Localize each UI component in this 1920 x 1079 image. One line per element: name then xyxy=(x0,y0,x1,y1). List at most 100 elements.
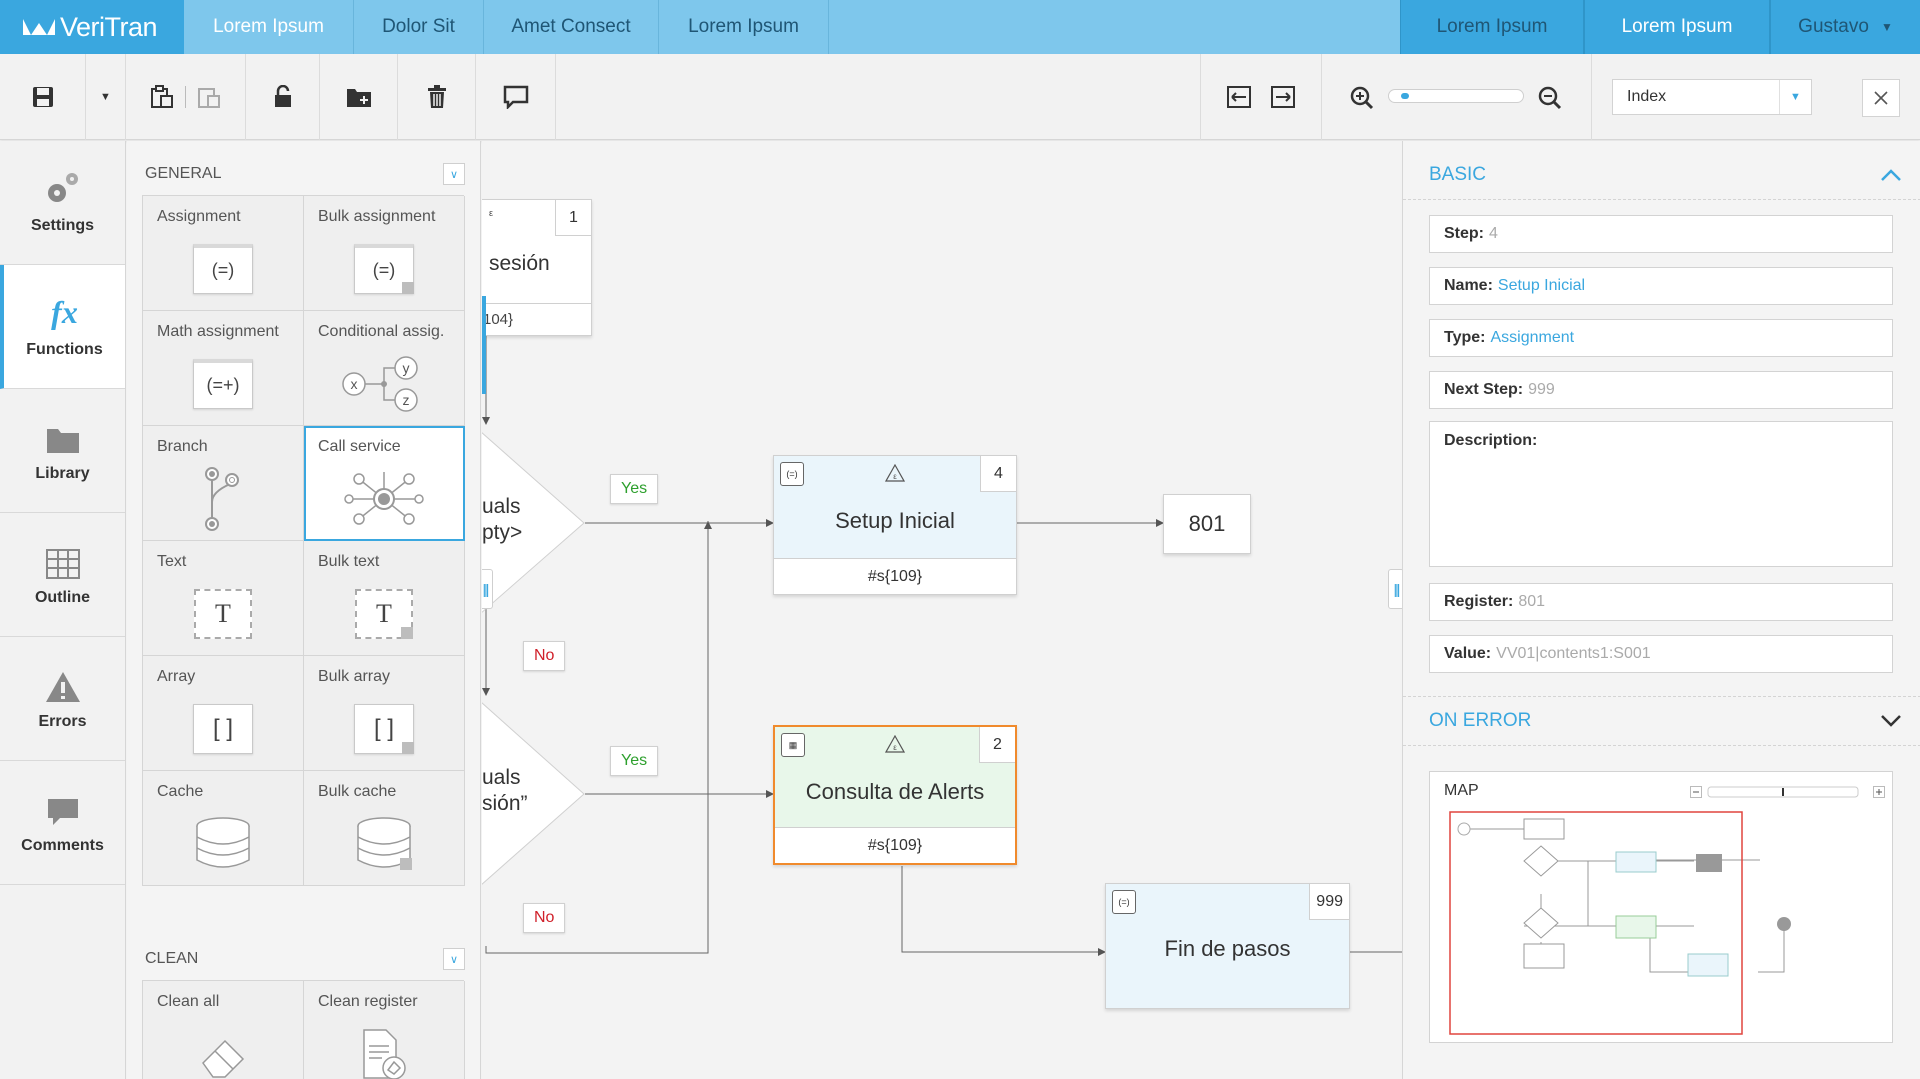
clean-section-header[interactable]: CLEAN ∨ xyxy=(145,947,465,971)
next-step-field[interactable]: Next Step:999 xyxy=(1429,371,1893,409)
flow-canvas[interactable]: uals pty> uals sión” 1 ε sesión 104} Yes… xyxy=(482,141,1402,1079)
flow-node-fin-de-pasos[interactable]: (=) 999 Fin de pasos xyxy=(1105,883,1350,1009)
palette-item-label: Bulk text xyxy=(318,553,380,570)
palette-item-text[interactable]: Text T xyxy=(143,541,304,656)
bulk-text-icon: T xyxy=(355,589,413,639)
unlock-button[interactable] xyxy=(246,54,320,140)
minimap-viewport[interactable] xyxy=(1449,811,1743,1035)
chevron-down-icon[interactable]: ∨ xyxy=(443,948,465,970)
close-button[interactable] xyxy=(1862,79,1900,117)
nav-tab-1[interactable]: Lorem Ipsum xyxy=(184,0,354,54)
node-title: Setup Inicial xyxy=(835,508,955,533)
chevron-down-icon[interactable] xyxy=(1881,715,1901,727)
svg-text:y: y xyxy=(403,360,410,376)
decision-diamond-2[interactable] xyxy=(482,694,585,893)
nav-right-group: Lorem Ipsum Lorem Ipsum Gustavo ▼ xyxy=(1400,0,1920,54)
right-panel-resize-handle[interactable]: ||| xyxy=(1388,569,1402,609)
section-title: BASIC xyxy=(1429,164,1487,185)
register-node[interactable]: 801 xyxy=(1163,494,1251,554)
value-field[interactable]: Value:VV01|contents1:S001 xyxy=(1429,635,1893,673)
palette-item-clean-all[interactable]: Clean all xyxy=(143,981,304,1079)
general-section-header[interactable]: GENERAL ∨ xyxy=(145,162,465,186)
call-service-icon xyxy=(344,472,424,525)
palette-item-math-assignment[interactable]: Math assignment (=+) xyxy=(143,311,304,426)
palette-item-bulk-array[interactable]: Bulk array [ ] xyxy=(304,656,465,771)
collapse-width-icon[interactable] xyxy=(1227,86,1251,108)
brand-logo[interactable]: VeriTran xyxy=(0,0,184,54)
flow-node-setup-inicial[interactable]: (=) ε 4 Setup Inicial #s{109} xyxy=(773,455,1017,595)
palette-item-cache[interactable]: Cache xyxy=(143,771,304,886)
copy-icon[interactable] xyxy=(196,84,222,110)
rail-item-settings[interactable]: Settings xyxy=(0,141,125,265)
nav-right-tab-1[interactable]: Lorem Ipsum xyxy=(1400,0,1584,54)
palette-item-conditional-assignment[interactable]: Conditional assig. x y z xyxy=(304,311,465,426)
palette-item-bulk-text[interactable]: Bulk text T xyxy=(304,541,465,656)
palette-item-branch[interactable]: Branch xyxy=(143,426,304,541)
palette-item-label: Array xyxy=(157,668,196,685)
palette-scrollbar[interactable] xyxy=(482,296,486,394)
user-menu[interactable]: Gustavo ▼ xyxy=(1770,0,1920,54)
palette-item-label: Clean all xyxy=(157,993,220,1010)
database-icon xyxy=(196,817,250,868)
save-button[interactable] xyxy=(0,54,86,140)
decision-diamond-1[interactable] xyxy=(482,424,585,621)
comment-button[interactable] xyxy=(476,54,556,140)
expand-width-icon[interactable] xyxy=(1271,86,1295,108)
chevron-up-icon[interactable] xyxy=(1881,169,1901,181)
comment-icon xyxy=(503,85,528,109)
zoom-in-icon[interactable] xyxy=(1350,86,1374,110)
palette-item-call-service[interactable]: Call service xyxy=(304,426,465,541)
svg-text:z: z xyxy=(403,392,410,408)
zoom-slider-thumb[interactable] xyxy=(1400,93,1409,99)
palette-item-label: Conditional assig. xyxy=(318,323,445,340)
name-field[interactable]: Name:Setup Inicial xyxy=(1429,267,1893,305)
zoom-slider[interactable] xyxy=(1388,89,1524,103)
type-field[interactable]: Type:Assignment xyxy=(1429,319,1893,357)
palette-item-label: Cache xyxy=(157,783,204,800)
new-folder-button[interactable] xyxy=(320,54,398,140)
node-number: 2 xyxy=(979,727,1015,763)
zoom-out-icon[interactable] xyxy=(1538,86,1562,110)
left-panel-resize-handle[interactable]: ||| xyxy=(482,569,493,609)
minimap-zoom-slider[interactable] xyxy=(1690,784,1886,800)
flow-node-1[interactable]: 1 ε sesión 104} xyxy=(482,199,592,336)
nav-tab-4[interactable]: Lorem Ipsum xyxy=(659,0,829,54)
basic-section-header[interactable]: BASIC xyxy=(1429,160,1901,190)
clean-grid: Clean all Clean register xyxy=(142,980,465,1079)
rail-item-functions[interactable]: fx Functions xyxy=(0,265,125,389)
nav-tab-3[interactable]: Amet Consect xyxy=(484,0,659,54)
bulk-assignment-icon: (=) xyxy=(354,244,414,294)
section-title: CLEAN xyxy=(145,950,199,967)
nav-right-tab-2[interactable]: Lorem Ipsum xyxy=(1584,0,1770,54)
node-title: sesión xyxy=(489,252,550,275)
palette-item-assignment[interactable]: Assignment (=) xyxy=(143,196,304,311)
minimap[interactable]: MAP xyxy=(1429,771,1893,1043)
node-number: 999 xyxy=(1309,884,1349,920)
properties-panel: BASIC Step:4 Name:Setup Inicial Type:Ass… xyxy=(1402,141,1920,1079)
rail-item-outline[interactable]: Outline xyxy=(0,513,125,637)
delete-button[interactable] xyxy=(398,54,476,140)
yes-label: Yes xyxy=(610,746,659,776)
svg-text:ε: ε xyxy=(893,743,897,752)
palette-item-clean-register[interactable]: Clean register xyxy=(304,981,465,1079)
palette-item-array[interactable]: Array [ ] xyxy=(143,656,304,771)
step-field[interactable]: Step:4 xyxy=(1429,215,1893,253)
paste-icon[interactable] xyxy=(149,84,175,110)
palette-item-label: Bulk assignment xyxy=(318,208,436,225)
node-title: Fin de pasos xyxy=(1164,936,1291,961)
rail-item-library[interactable]: Library xyxy=(0,389,125,513)
svg-text:x: x xyxy=(351,376,358,392)
flow-node-consulta-alerts[interactable]: ▦ ε 2 Consulta de Alerts #s{109} xyxy=(773,725,1017,865)
nav-tab-2[interactable]: Dolor Sit xyxy=(354,0,484,54)
rail-item-comments[interactable]: Comments xyxy=(0,761,125,885)
palette-item-bulk-assignment[interactable]: Bulk assignment (=) xyxy=(304,196,465,311)
on-error-section-header[interactable]: ON ERROR xyxy=(1429,706,1901,736)
chevron-down-icon[interactable]: ∨ xyxy=(443,163,465,185)
index-select[interactable]: Index ▼ xyxy=(1612,79,1812,115)
description-field[interactable]: Description: xyxy=(1429,421,1893,567)
save-options-button[interactable]: ▼ xyxy=(86,54,126,140)
rail-item-errors[interactable]: Errors xyxy=(0,637,125,761)
bulk-database-icon xyxy=(357,817,412,870)
palette-item-bulk-cache[interactable]: Bulk cache xyxy=(304,771,465,886)
register-field[interactable]: Register:801 xyxy=(1429,583,1893,621)
